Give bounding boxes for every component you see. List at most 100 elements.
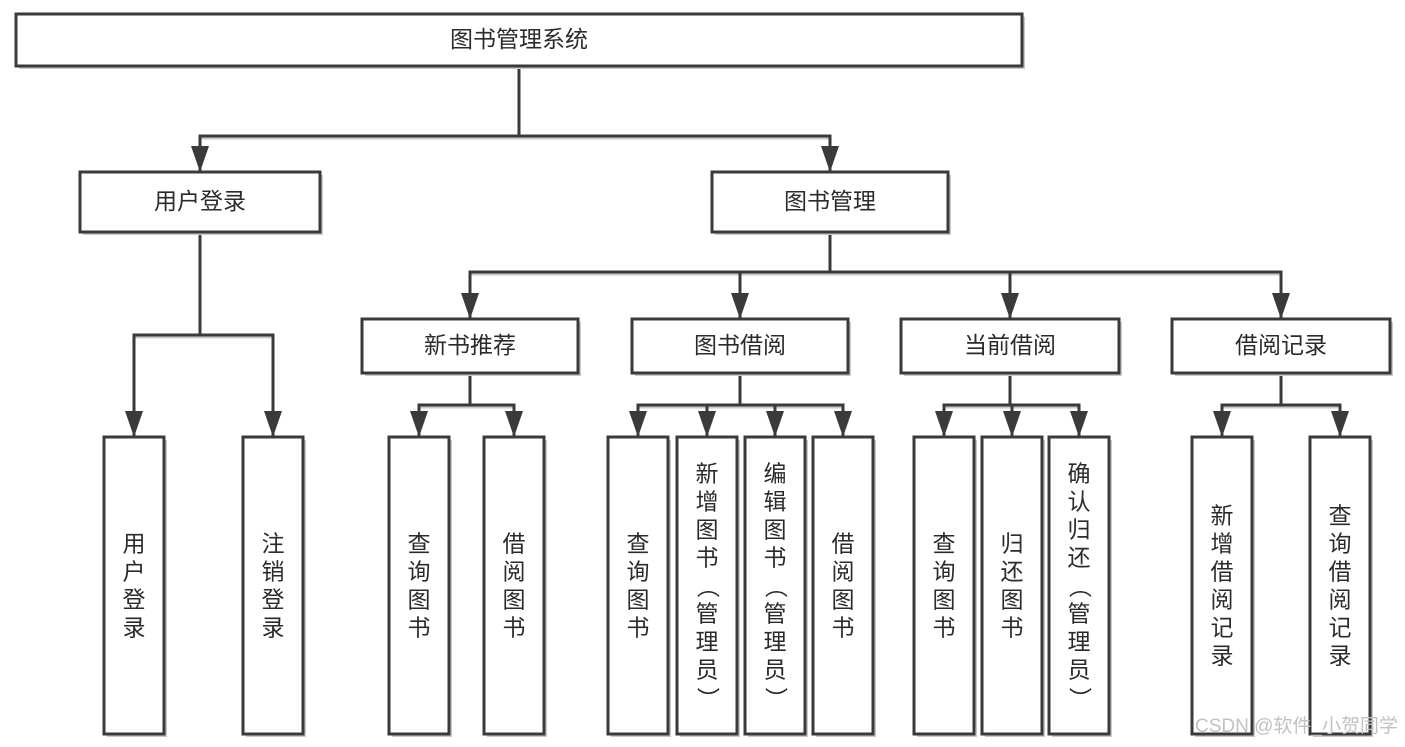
node-label-glyph: 图 <box>408 587 431 613</box>
node-box-leaf-user-login[interactable] <box>102 435 166 736</box>
node-label-glyph: ） <box>1067 687 1093 710</box>
node-box-leaf-logout[interactable] <box>241 435 305 736</box>
node-label-glyph: 图 <box>764 517 787 543</box>
node-label-glyph: 理 <box>1068 629 1091 655</box>
node-box-leaf-borrow-book[interactable] <box>811 435 875 736</box>
arrow-head-icon <box>698 411 716 437</box>
node-box-book-borrow[interactable] <box>630 317 850 375</box>
node-label-glyph: 询 <box>627 559 650 585</box>
arrow-head-icon <box>731 293 749 319</box>
node-box-leaf-query-book-borrow[interactable] <box>606 435 670 736</box>
node-label-glyph: ） <box>695 687 721 710</box>
node-label-glyph: 图 <box>933 587 956 613</box>
node-label-glyph: 归 <box>1001 531 1024 557</box>
node-label-glyph: 书 <box>696 545 719 571</box>
node-label-glyph: （ <box>695 575 721 598</box>
node-label-glyph: 增 <box>1211 531 1234 557</box>
node-label-glyph: 书 <box>764 545 787 571</box>
node-label-glyph: 借 <box>832 531 855 557</box>
connector-edges-layer <box>125 64 1349 439</box>
node-box-leaf-edit-book[interactable] <box>743 435 807 736</box>
node-box-leaf-borrow-book-recommend[interactable] <box>482 435 546 736</box>
node-label-glyph: 销 <box>262 559 285 585</box>
node-label-glyph: 书 <box>503 615 526 641</box>
node-label-glyph: 还 <box>1001 559 1024 585</box>
node-box-book-management[interactable] <box>710 170 950 234</box>
arrow-head-icon <box>505 411 523 437</box>
node-label-book-borrow: 图书借阅 <box>694 332 786 358</box>
node-label-glyph: 辑 <box>764 489 787 515</box>
node-label-glyph: 查 <box>627 531 650 557</box>
node-label-glyph: 管 <box>696 601 719 627</box>
node-label-glyph: 增 <box>696 489 719 515</box>
node-box-leaf-query-borrow-record[interactable] <box>1308 435 1372 736</box>
node-label-user-login: 用户登录 <box>154 188 246 214</box>
node-label-glyph: 录 <box>123 615 146 641</box>
node-box-leaf-add-book[interactable] <box>675 435 739 736</box>
node-label-glyph: ） <box>763 687 789 710</box>
arrow-head-icon <box>834 411 852 437</box>
arrow-head-icon <box>1001 293 1019 319</box>
node-box-borrow-record[interactable] <box>1170 317 1392 375</box>
node-label-glyph: 阅 <box>503 559 526 585</box>
arrow-head-icon <box>461 293 479 319</box>
node-label-new-book-recommend: 新书推荐 <box>424 332 516 358</box>
node-label-glyph: （ <box>763 575 789 598</box>
node-label-glyph: 户 <box>123 559 146 585</box>
node-label-glyph: 录 <box>262 615 285 641</box>
node-box-leaf-return-book[interactable] <box>980 435 1044 736</box>
node-label-glyph: 新 <box>696 461 719 487</box>
node-box-leaf-add-borrow-record[interactable] <box>1190 435 1254 736</box>
node-label-glyph: 图 <box>696 517 719 543</box>
arrow-head-icon <box>821 146 839 172</box>
node-label-glyph: 阅 <box>832 559 855 585</box>
node-box-root[interactable] <box>14 12 1024 68</box>
node-label-leaf-user-login: 用户登录 <box>123 531 146 641</box>
node-box-leaf-confirm-return[interactable] <box>1047 435 1111 736</box>
arrow-head-icon <box>1213 411 1231 437</box>
node-box-current-borrow[interactable] <box>899 317 1121 375</box>
node-label-glyph: （ <box>1067 575 1093 598</box>
arrow-head-icon <box>191 146 209 172</box>
csdn-watermark: CSDN @软件_小贺同学 <box>1195 715 1398 737</box>
arrow-head-icon <box>935 411 953 437</box>
node-label-glyph: 书 <box>832 615 855 641</box>
node-box-leaf-query-book-current[interactable] <box>912 435 976 736</box>
node-label-glyph: 登 <box>262 587 285 613</box>
node-box-user-login[interactable] <box>78 170 322 234</box>
node-boxes-layer: 图书管理系统用户登录图书管理新书推荐图书借阅当前借阅借阅记录用户登录注销登录查询… <box>14 12 1393 737</box>
node-label-glyph: 新 <box>1211 503 1234 529</box>
arrow-head-icon <box>1070 411 1088 437</box>
node-label-glyph: 理 <box>764 629 787 655</box>
node-label-glyph: 询 <box>408 559 431 585</box>
node-label-glyph: 员 <box>696 657 719 683</box>
node-label-glyph: 借 <box>1329 559 1352 585</box>
node-label-glyph: 图 <box>627 587 650 613</box>
node-label-glyph: 确 <box>1068 461 1091 487</box>
node-box-leaf-query-book-recommend[interactable] <box>387 435 451 736</box>
node-label-borrow-record: 借阅记录 <box>1235 332 1327 358</box>
arrow-head-icon <box>410 411 428 437</box>
node-label-glyph: 管 <box>1068 601 1091 627</box>
node-label-glyph: 图 <box>832 587 855 613</box>
node-box-new-book-recommend[interactable] <box>360 317 580 375</box>
node-label-glyph: 编 <box>764 461 787 487</box>
node-label-glyph: 记 <box>1211 615 1234 641</box>
arrow-head-icon <box>125 411 143 437</box>
node-label-glyph: 查 <box>1329 503 1352 529</box>
node-label-glyph: 询 <box>1329 531 1352 557</box>
arrow-head-icon <box>1331 411 1349 437</box>
node-label-glyph: 理 <box>696 629 719 655</box>
node-label-glyph: 登 <box>123 587 146 613</box>
node-label-glyph: 书 <box>933 615 956 641</box>
